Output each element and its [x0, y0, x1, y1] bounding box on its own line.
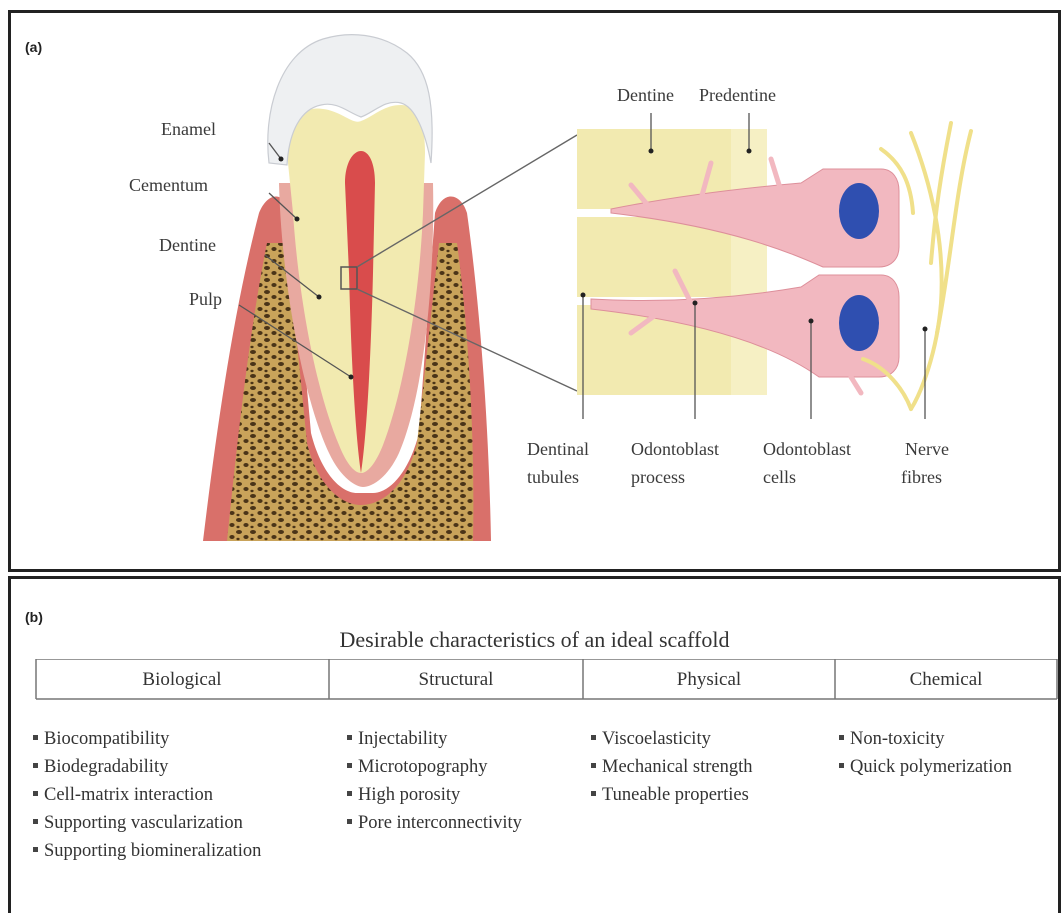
- category-structural: Structural: [329, 669, 583, 691]
- panel-b-scaffold-characteristics: (b) Desirable characteristics of an idea…: [8, 576, 1061, 913]
- list-item: Non-toxicity: [839, 725, 1012, 753]
- list-item: Biodegradability: [33, 753, 261, 781]
- list-item: Cell-matrix interaction: [33, 781, 261, 809]
- label-cementum: Cementum: [129, 175, 208, 195]
- label-predentine: Predentine: [699, 85, 776, 105]
- dentine-blocks: [577, 129, 767, 395]
- label-dentine: Dentine: [159, 235, 216, 255]
- nucleus-lower: [839, 295, 879, 351]
- bullet-icon: [33, 847, 38, 852]
- bullet-icon: [839, 763, 844, 768]
- physical-list: Viscoelasticity Mechanical strength Tune…: [591, 725, 753, 809]
- chemical-list: Non-toxicity Quick polymerization: [839, 725, 1012, 781]
- bullet-icon: [839, 735, 844, 740]
- label-odontoblast-process-line2: process: [631, 467, 685, 487]
- bullet-icon: [347, 819, 352, 824]
- list-item: Viscoelasticity: [591, 725, 753, 753]
- tooth-diagram: Enamel Cementum Dentine Pulp Dentine Pre…: [11, 13, 1058, 569]
- list-item: High porosity: [347, 781, 522, 809]
- category-physical: Physical: [583, 669, 835, 691]
- bullet-icon: [33, 791, 38, 796]
- category-chemical: Chemical: [835, 669, 1057, 691]
- label-odontoblast-cells-line2: cells: [763, 467, 796, 487]
- bullet-icon: [591, 735, 596, 740]
- label-dentinal-line2: tubules: [527, 467, 579, 487]
- bullet-icon: [591, 763, 596, 768]
- list-item: Mechanical strength: [591, 753, 753, 781]
- category-biological: Biological: [35, 669, 329, 691]
- list-item: Tuneable properties: [591, 781, 753, 809]
- label-odontoblast-cells-line1: Odontoblast: [763, 439, 851, 459]
- list-item: Supporting biomineralization: [33, 837, 261, 865]
- bullet-icon: [347, 735, 352, 740]
- label-enamel: Enamel: [161, 119, 216, 139]
- biological-list: Biocompatibility Biodegradability Cell-m…: [33, 725, 261, 865]
- scaffold-title: Desirable characteristics of an ideal sc…: [11, 627, 1058, 653]
- list-item: Microtopography: [347, 753, 522, 781]
- panel-b-tag: (b): [25, 609, 43, 625]
- list-item: Pore interconnectivity: [347, 809, 522, 837]
- label-nerve-line1: Nerve: [905, 439, 949, 459]
- bullet-icon: [347, 763, 352, 768]
- label-dentine-detail: Dentine: [617, 85, 674, 105]
- label-dentinal-line1: Dentinal: [527, 439, 589, 459]
- nucleus-upper: [839, 183, 879, 239]
- category-header-row: Biological Structural Physical Chemical: [35, 659, 1061, 701]
- bullet-icon: [33, 819, 38, 824]
- bullet-icon: [33, 735, 38, 740]
- label-pulp: Pulp: [189, 289, 222, 309]
- label-odontoblast-process-line1: Odontoblast: [631, 439, 719, 459]
- list-item: Injectability: [347, 725, 522, 753]
- list-item: Quick polymerization: [839, 753, 1012, 781]
- bullet-icon: [591, 791, 596, 796]
- structural-list: Injectability Microtopography High poros…: [347, 725, 522, 837]
- label-nerve-line2: fibres: [901, 467, 942, 487]
- panel-a-tooth-anatomy: (a): [8, 10, 1061, 572]
- bullet-icon: [33, 763, 38, 768]
- bullet-icon: [347, 791, 352, 796]
- list-item: Supporting vascularization: [33, 809, 261, 837]
- list-item: Biocompatibility: [33, 725, 261, 753]
